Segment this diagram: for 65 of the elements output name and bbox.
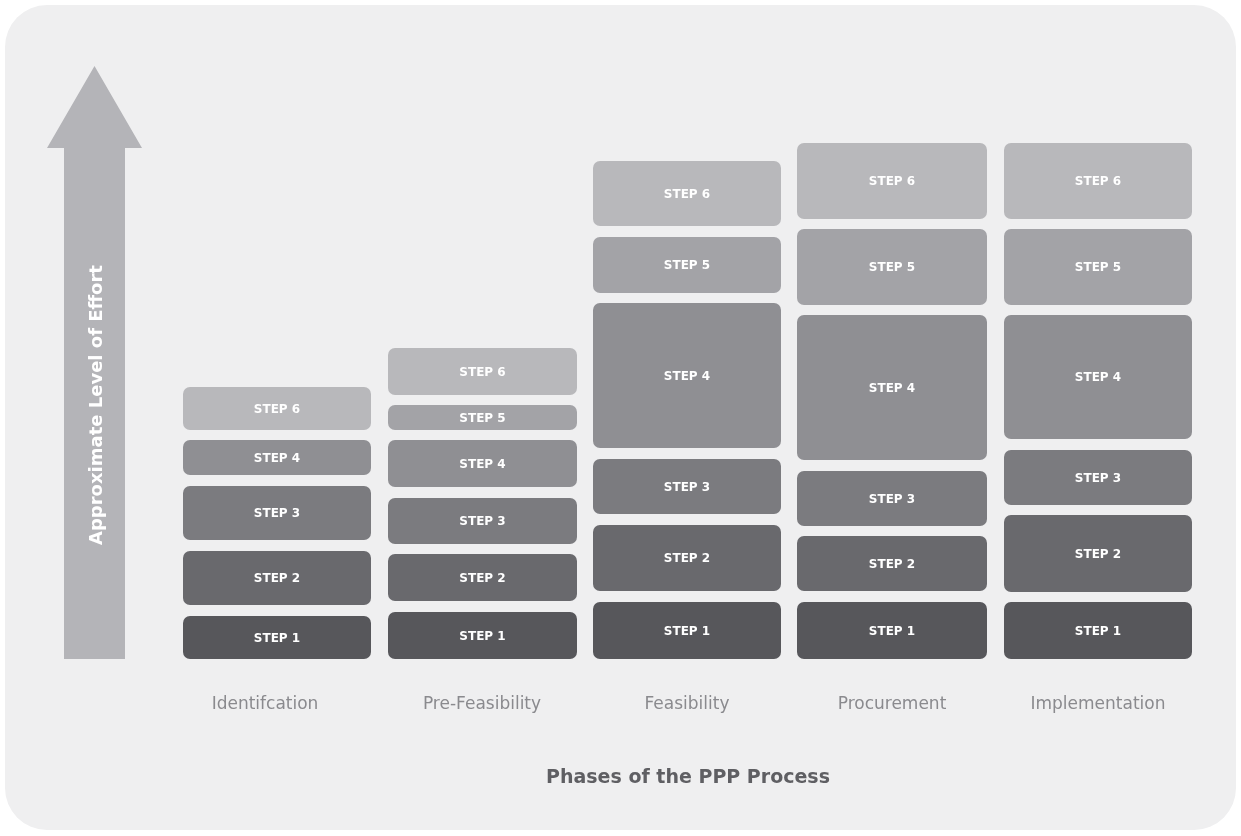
step-label: STEP 2 xyxy=(459,570,506,585)
step-box xyxy=(388,348,577,395)
phase-label: Pre-Feasibility xyxy=(422,693,542,713)
step-label: STEP 1 xyxy=(663,623,711,638)
step-label: STEP 2 xyxy=(1074,546,1122,561)
step-label: STEP 2 xyxy=(253,571,301,585)
step-box xyxy=(797,602,987,659)
step-box xyxy=(388,612,577,659)
step-label: STEP 3 xyxy=(253,506,301,520)
step-label: STEP 3 xyxy=(459,514,506,528)
step-box xyxy=(388,554,577,601)
step-label: STEP 5 xyxy=(868,260,916,274)
step-label: STEP 1 xyxy=(1074,623,1122,638)
step-label: STEP 6 xyxy=(868,174,916,188)
phase-label: Procurement xyxy=(837,693,947,713)
step-label: STEP 3 xyxy=(868,491,916,506)
axis-title: Approximate Level of Effort xyxy=(84,265,105,545)
step-label: STEP 1 xyxy=(868,623,916,638)
step-box xyxy=(797,143,987,219)
step-label: STEP 6 xyxy=(663,186,711,201)
step-box xyxy=(183,551,371,605)
axis-title: Phases of the PPP Process xyxy=(546,765,830,787)
step-box xyxy=(1004,229,1192,305)
step-label: STEP 4 xyxy=(253,450,301,465)
step-box xyxy=(797,471,987,526)
step-box xyxy=(593,303,781,448)
phase-label: Implementation xyxy=(1030,693,1166,713)
step-box xyxy=(1004,450,1192,505)
step-box xyxy=(388,440,577,487)
step-box xyxy=(1004,515,1192,592)
step-box xyxy=(593,459,781,514)
step-label: STEP 4 xyxy=(663,368,711,383)
step-box xyxy=(593,161,781,226)
step-label: STEP 1 xyxy=(459,628,506,643)
step-box xyxy=(183,616,371,659)
step-label: STEP 6 xyxy=(1074,174,1122,188)
step-box xyxy=(593,237,781,293)
step-label: STEP 4 xyxy=(459,456,506,471)
step-box xyxy=(1004,602,1192,659)
step-label: STEP 6 xyxy=(459,364,506,379)
step-box xyxy=(593,525,781,591)
step-label: STEP 4 xyxy=(1074,370,1122,384)
step-label: STEP 4 xyxy=(868,380,916,395)
step-label: STEP 5 xyxy=(663,258,711,272)
phase-label: Identifcation xyxy=(211,693,319,713)
step-label: STEP 3 xyxy=(1074,470,1122,485)
step-box xyxy=(1004,143,1192,219)
step-label: STEP 2 xyxy=(868,556,916,571)
step-box xyxy=(183,486,371,540)
step-label: STEP 3 xyxy=(663,479,711,494)
step-box xyxy=(797,315,987,460)
step-label: STEP 5 xyxy=(1074,260,1122,274)
step-box xyxy=(388,498,577,544)
step-box xyxy=(797,229,987,305)
step-label: STEP 2 xyxy=(663,551,711,565)
step-label: STEP 6 xyxy=(253,401,301,416)
step-box xyxy=(797,536,987,591)
step-box xyxy=(593,602,781,659)
step-label: STEP 5 xyxy=(459,410,506,425)
step-box xyxy=(183,387,371,430)
step-box xyxy=(388,405,577,430)
step-box xyxy=(1004,315,1192,439)
phase-label: Feasibility xyxy=(644,693,730,713)
step-label: STEP 1 xyxy=(253,630,301,645)
step-box xyxy=(183,440,371,475)
